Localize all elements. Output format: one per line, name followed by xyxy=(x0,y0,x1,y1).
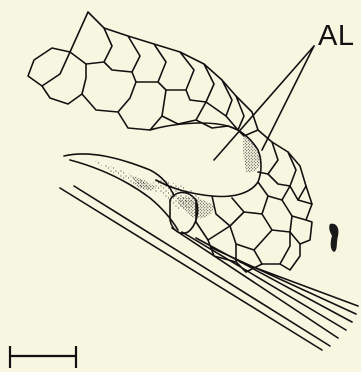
scale xyxy=(232,196,268,214)
al-label: AL xyxy=(318,22,354,51)
stain-mark xyxy=(329,224,338,252)
scale xyxy=(82,82,136,112)
leader-line xyxy=(262,46,314,150)
scale xyxy=(262,214,292,232)
scale xyxy=(208,240,236,262)
scale xyxy=(154,44,194,90)
scale-bar xyxy=(10,346,76,368)
scale xyxy=(42,64,86,104)
scale xyxy=(268,142,296,186)
scale xyxy=(28,48,70,86)
scale xyxy=(128,36,166,82)
scale xyxy=(290,220,312,244)
scale xyxy=(118,90,166,130)
scale xyxy=(298,200,312,204)
leader-line xyxy=(214,46,314,160)
spine-line xyxy=(182,232,346,330)
scale xyxy=(212,196,244,226)
spine-line xyxy=(172,228,338,338)
scale xyxy=(70,12,112,64)
scale xyxy=(254,232,290,264)
wing-edge xyxy=(70,160,178,230)
scale xyxy=(162,102,206,124)
